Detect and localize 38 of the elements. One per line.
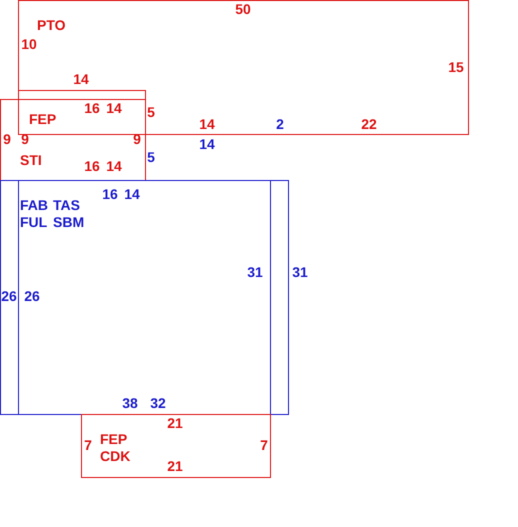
dimension-label: 22 [361, 116, 377, 132]
room-name: FEP CDK [100, 431, 132, 465]
room-outline [18, 0, 469, 135]
dimension-label: 31 [247, 264, 263, 280]
dimension-label: 9 [21, 131, 29, 147]
dimension-label: 14 [73, 71, 89, 87]
dimension-label: 14 [124, 186, 140, 202]
dimension-label: 50 [235, 1, 251, 17]
dimension-label: 2 [276, 116, 284, 132]
room-name: STI [20, 152, 42, 169]
dimension-label: 31 [292, 264, 308, 280]
dimension-label: 5 [147, 149, 155, 165]
dimension-label: 9 [3, 131, 11, 147]
dimension-label: 16 [84, 158, 100, 174]
room-outline [0, 99, 146, 181]
dimension-label: 14 [199, 116, 215, 132]
dimension-label: 5 [147, 104, 155, 120]
dimension-label: 14 [106, 158, 122, 174]
dimension-label: 26 [24, 288, 40, 304]
dimension-label: 32 [150, 395, 166, 411]
room-name: FEP [29, 111, 56, 128]
dimension-label: 26 [1, 288, 17, 304]
dimension-label: 21 [167, 458, 183, 474]
dimension-label: 14 [106, 100, 122, 116]
dimension-label: 21 [167, 415, 183, 431]
room-name: TAS SBM [53, 197, 86, 231]
room-name: PTO [37, 17, 66, 34]
dimension-label: 9 [133, 131, 141, 147]
dimension-label: 10 [21, 36, 37, 52]
dimension-label: 7 [260, 437, 268, 453]
dimension-label: 16 [84, 100, 100, 116]
dimension-label: 14 [199, 136, 215, 152]
dimension-label: 16 [102, 186, 118, 202]
room-name: FAB FUL [20, 197, 49, 231]
room-outline [81, 414, 271, 478]
dimension-label: 38 [122, 395, 138, 411]
dimension-label: 15 [448, 59, 464, 75]
dimension-label: 7 [84, 437, 92, 453]
